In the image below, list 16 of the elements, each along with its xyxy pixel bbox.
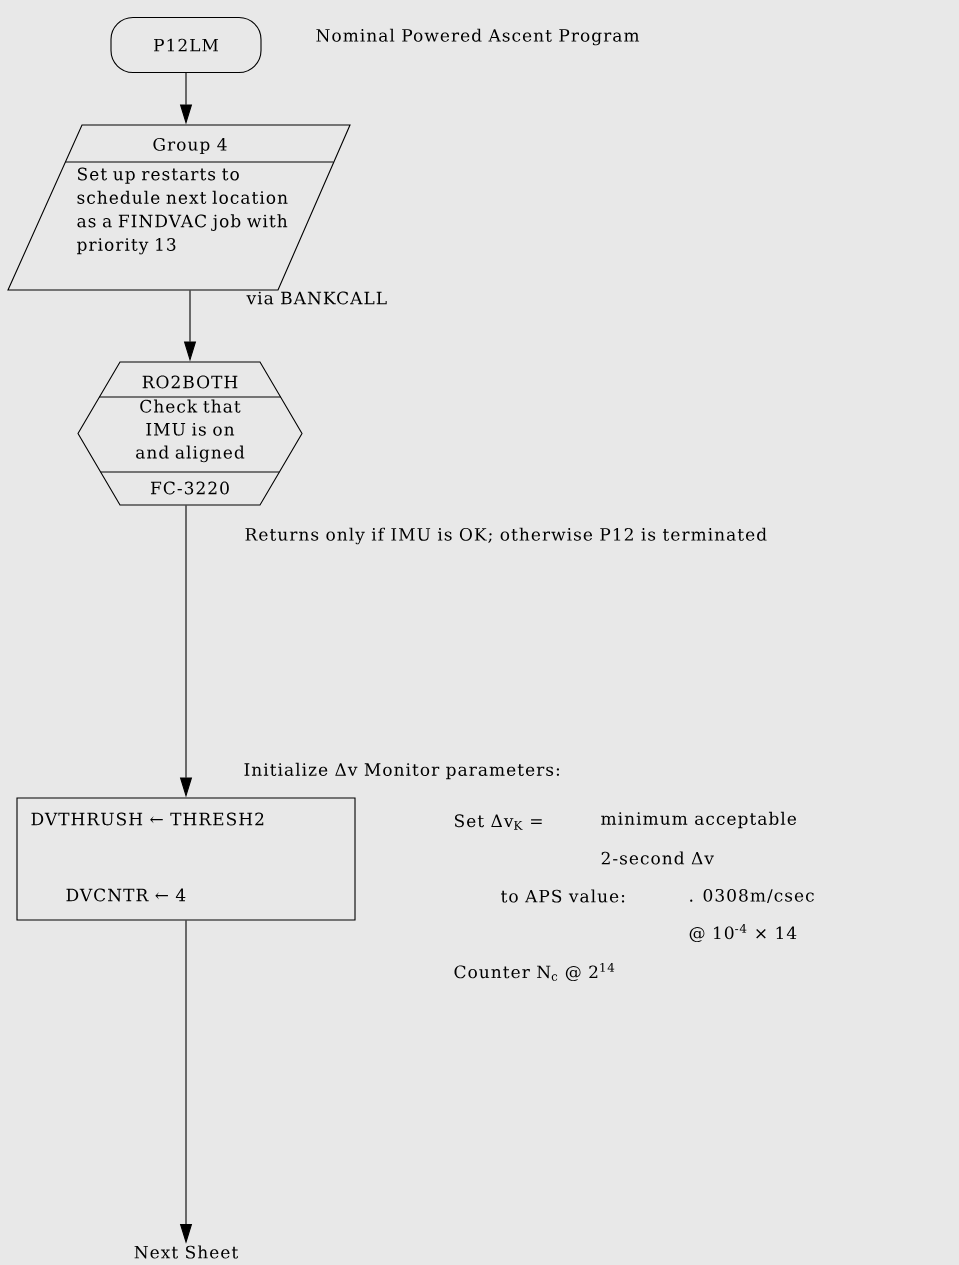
note-text: Set Δv$_{K}$ = <box>455 814 542 830</box>
note-text: @ 10$^{-4}$ × 14 <box>689 924 797 943</box>
note-text: to APS value: <box>501 889 625 903</box>
input-output-parallelogram: Group 4 Set up restarts to schedule next location as a FINDVAC job with priority 13 <box>7 124 351 291</box>
note-text: Counter N$_{c}$ @ 2$^{14}$ <box>454 963 615 982</box>
terminal-box: P12LM <box>110 16 262 74</box>
note-text: . 0308m/csec <box>690 888 814 904</box>
edge-label: Returns only if IMU is OK; otherwise P12 is terminated <box>245 527 767 545</box>
edge-label: via BANKCALL <box>246 291 387 305</box>
note-text: Initialize Δv Monitor parameters: <box>244 762 560 780</box>
note-text: 2-second Δv <box>601 851 714 865</box>
connector-text: Next Sheet <box>134 1245 239 1259</box>
process-box: DVTHRUSH ← THRESH2 DVCNTR ← 4 <box>16 797 356 921</box>
subroutine-hexagon: RO2BOTH Check that IMU is on and aligned FC-3220 <box>77 361 303 506</box>
node-caption: Nominal Powered Ascent Program <box>316 28 640 46</box>
note-text: minimum acceptable <box>601 811 796 829</box>
